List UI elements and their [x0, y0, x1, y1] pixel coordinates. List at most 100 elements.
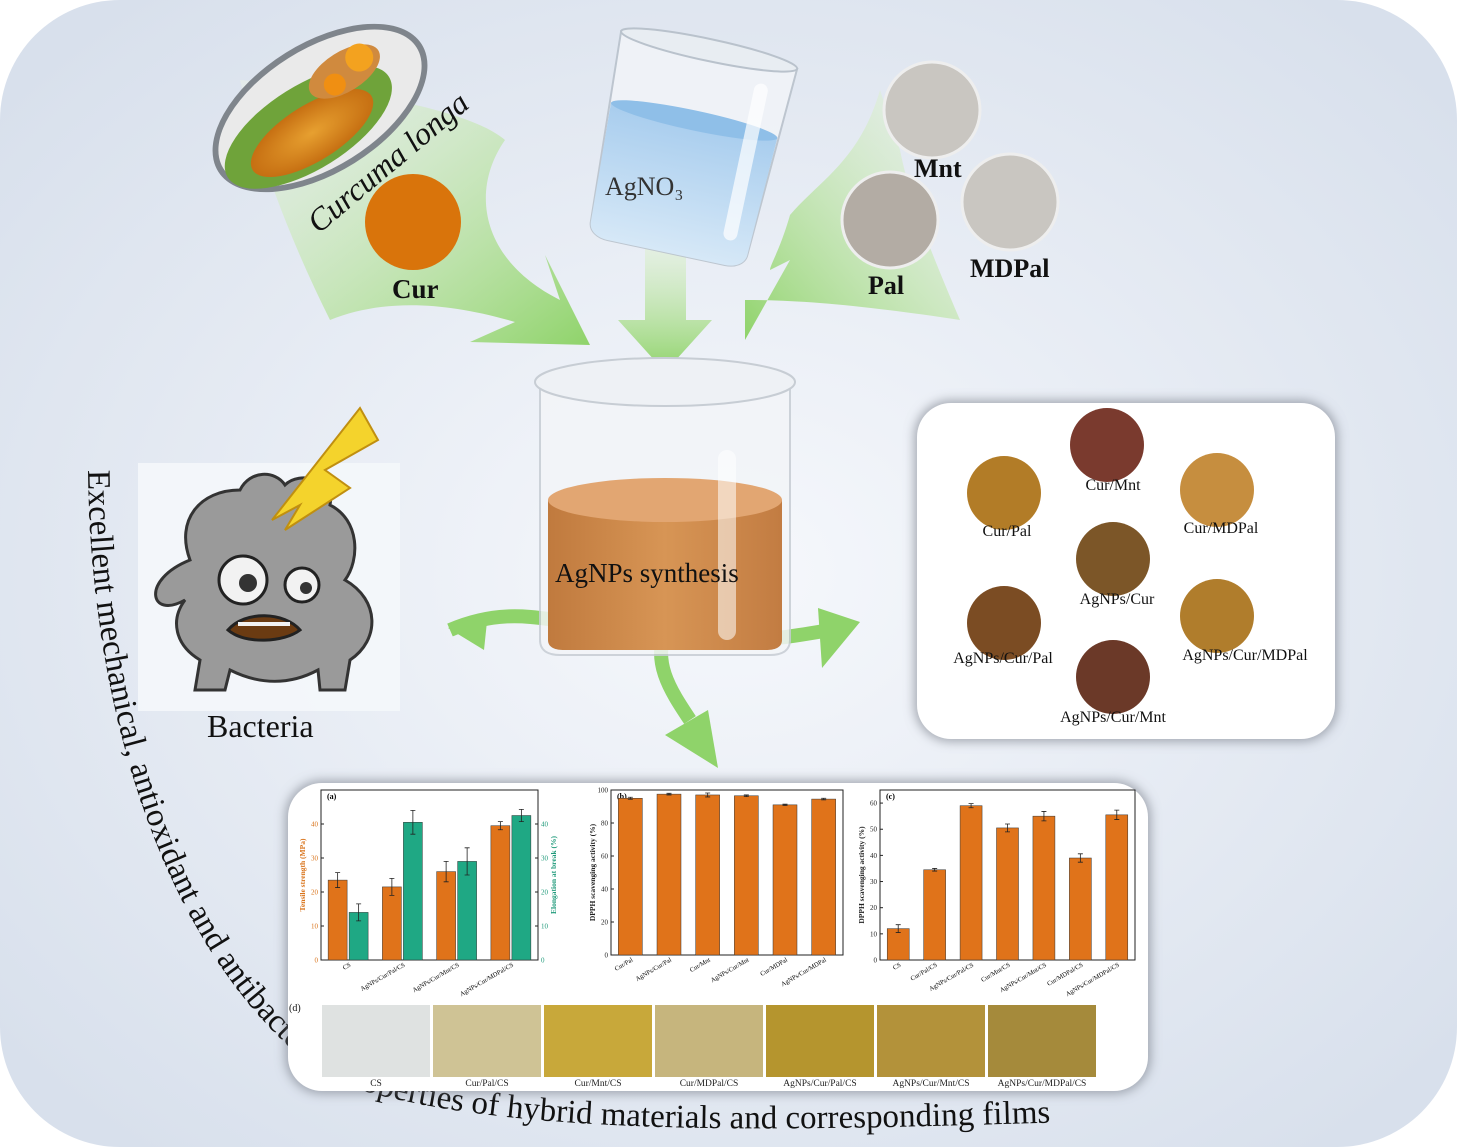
- error-bar: [335, 872, 341, 888]
- swatch-label: AgNPs/Cur/Pal: [953, 650, 1053, 667]
- agno3-label: AgNO₃: [605, 172, 684, 201]
- error-bar: [518, 808, 524, 823]
- y-tick-label: 20: [601, 919, 609, 927]
- bar: [772, 804, 798, 956]
- error-bar: [1077, 853, 1083, 863]
- mdpal-circle: [960, 152, 1060, 252]
- mdpal-label: MDPal: [970, 254, 1050, 283]
- swatch-circle: [1076, 522, 1150, 596]
- film-sample: [433, 1005, 541, 1077]
- error-bar: [627, 796, 633, 800]
- bar: [656, 793, 682, 956]
- bar: [457, 861, 477, 961]
- x-tick-label: CS: [342, 961, 353, 971]
- bar: [1069, 857, 1092, 961]
- swatch-label: Cur/MDPal: [1183, 520, 1259, 537]
- y-tick-label: 30: [870, 878, 878, 886]
- error-bar: [932, 868, 938, 872]
- bacteria-cartoon: [138, 406, 400, 711]
- swatch-circle: [1180, 579, 1254, 653]
- swatch-circle: [967, 456, 1041, 530]
- y-tick-label: 30: [311, 855, 319, 863]
- x-tick-label: AgNPs/Cur/Pal: [634, 957, 673, 983]
- film-label: AgNPs/Cur/Mnt/CS: [892, 1079, 970, 1089]
- film-sample: [988, 1005, 1096, 1077]
- y-tick-label: 0: [315, 957, 319, 965]
- cur-label: Cur: [392, 274, 439, 304]
- x-tick-label: AgNPs/Cur/Mnt/CS: [411, 961, 461, 994]
- y-tick-label: 20: [311, 889, 319, 897]
- film-sample: [544, 1005, 652, 1077]
- swatch-circles: [967, 408, 1254, 714]
- swatch-circle: [967, 586, 1041, 660]
- x-tick-label: AgNPs/Cur/Mnt: [710, 957, 751, 985]
- y-right-tick-label: 0: [541, 957, 545, 965]
- x-tick-label: Cur/Mnt/CS: [980, 961, 1012, 983]
- y-tick-label: 10: [311, 923, 319, 931]
- bar: [382, 886, 402, 961]
- y-right-tick-label: 40: [541, 821, 549, 829]
- film-label: AgNPs/Cur/Pal/CS: [783, 1079, 857, 1089]
- cur-circle: [365, 174, 461, 270]
- film-label: Cur/Pal/CS: [465, 1079, 509, 1089]
- y-tick-label: 0: [605, 952, 609, 960]
- error-bar: [410, 810, 416, 835]
- pal-label: Pal: [868, 271, 905, 300]
- y-right-axis-label: Elongation at break (%): [549, 836, 558, 914]
- bar: [734, 795, 759, 956]
- mnt-circle: [882, 60, 982, 160]
- bar: [618, 798, 643, 956]
- arrow-down: [618, 235, 712, 372]
- film-label: AgNPs/Cur/MDPal/CS: [997, 1079, 1087, 1089]
- bar: [1032, 815, 1056, 961]
- error-bar: [968, 803, 974, 809]
- chart-panel-label: (a): [327, 792, 337, 801]
- y-tick-label: 60: [870, 800, 878, 808]
- chart-axes-frame: [610, 789, 844, 956]
- error-bar: [705, 792, 711, 798]
- error-bar: [782, 803, 788, 806]
- bar: [403, 822, 423, 961]
- film-sample: [322, 1005, 430, 1077]
- film-sample: [877, 1005, 985, 1077]
- x-tick-label: Cur/Pal/CS: [909, 961, 938, 982]
- error-bar: [497, 821, 503, 831]
- error-bar: [821, 797, 827, 801]
- x-tick-label: AgNPs/Cur/Pal/CS: [359, 961, 406, 992]
- swatch-circle: [1076, 640, 1150, 714]
- bar: [959, 805, 983, 961]
- bar: [923, 869, 946, 961]
- bar: [511, 815, 532, 961]
- y-tick-label: 50: [870, 826, 878, 834]
- error-bar: [743, 794, 749, 797]
- bar: [1105, 814, 1129, 961]
- chart-axes-frame: [320, 789, 539, 961]
- film-label: CS: [370, 1079, 382, 1089]
- x-tick-label: Cur/Mnt: [689, 957, 712, 974]
- film-sample: [766, 1005, 874, 1077]
- bacteria-label: Bacteria: [207, 708, 314, 744]
- mnt-label: Mnt: [914, 154, 962, 183]
- swatch-circle: [1070, 408, 1144, 482]
- x-tick-label: CS: [892, 961, 903, 971]
- error-bar: [464, 847, 470, 876]
- lightning-icon: [271, 406, 380, 531]
- bar: [695, 794, 720, 956]
- swatch-label: AgNPs/Cur/Mnt: [1060, 709, 1166, 726]
- film-sample: [655, 1005, 763, 1077]
- y-tick-label: 40: [870, 852, 878, 860]
- bar: [811, 798, 836, 956]
- swatch-label: Cur/Mnt: [1085, 477, 1141, 494]
- y-right-tick-label: 20: [541, 889, 549, 897]
- y-tick-label: 60: [601, 853, 609, 861]
- bar: [996, 827, 1019, 961]
- swatch-label: AgNPs/Cur/MDPal: [1182, 647, 1308, 664]
- y-tick-label: 100: [598, 787, 609, 795]
- y-axis-label: Tensile strength (MPa): [298, 838, 307, 911]
- bar: [886, 928, 910, 961]
- error-bar: [443, 861, 449, 883]
- films-panel-label: (d): [289, 1003, 301, 1014]
- film-label: Cur/MDPal/CS: [679, 1079, 739, 1089]
